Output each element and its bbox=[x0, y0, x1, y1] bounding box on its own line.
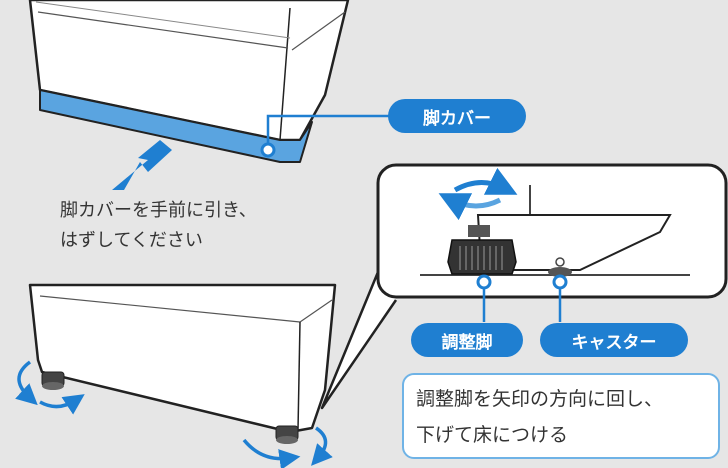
rotate-arrow-icon bbox=[311, 426, 333, 466]
right-adjuster-foot bbox=[275, 425, 299, 444]
rotate-arrow-icon bbox=[242, 438, 301, 468]
step2-instruction-line2: 下げて床につける bbox=[416, 424, 569, 446]
adjuster-label: 調整脚 bbox=[411, 323, 523, 357]
pull-arrow-icon bbox=[112, 140, 172, 190]
callout-pointer bbox=[320, 254, 398, 410]
rotation-icon bbox=[438, 167, 518, 221]
plinth-cover-shape bbox=[39, 89, 313, 163]
plinth-pointer-dot bbox=[260, 142, 276, 158]
left-adjuster-foot bbox=[41, 371, 65, 390]
step2-instruction-box: 調整脚を矢印の方向に回し、 下げて床につける bbox=[402, 373, 720, 459]
rotate-arrow-icon bbox=[39, 394, 85, 415]
caster-label: キャスター bbox=[540, 323, 688, 357]
step2-instruction-line1: 調整脚を矢印の方向に回し、 bbox=[416, 388, 664, 410]
refrigerator-bottom-illustration bbox=[28, 283, 337, 434]
step1-instruction-line2: はずしてください bbox=[60, 230, 203, 251]
adjuster-pointer bbox=[476, 274, 492, 322]
plinth-pointer-line bbox=[266, 114, 390, 144]
plinth-label: 脚カバー bbox=[388, 99, 526, 133]
step1-instruction-line1: 脚カバーを手前に引き、 bbox=[60, 200, 257, 221]
caster-pointer bbox=[552, 274, 568, 322]
zoom-callout bbox=[376, 163, 728, 299]
rotate-arrow-icon bbox=[15, 360, 38, 406]
